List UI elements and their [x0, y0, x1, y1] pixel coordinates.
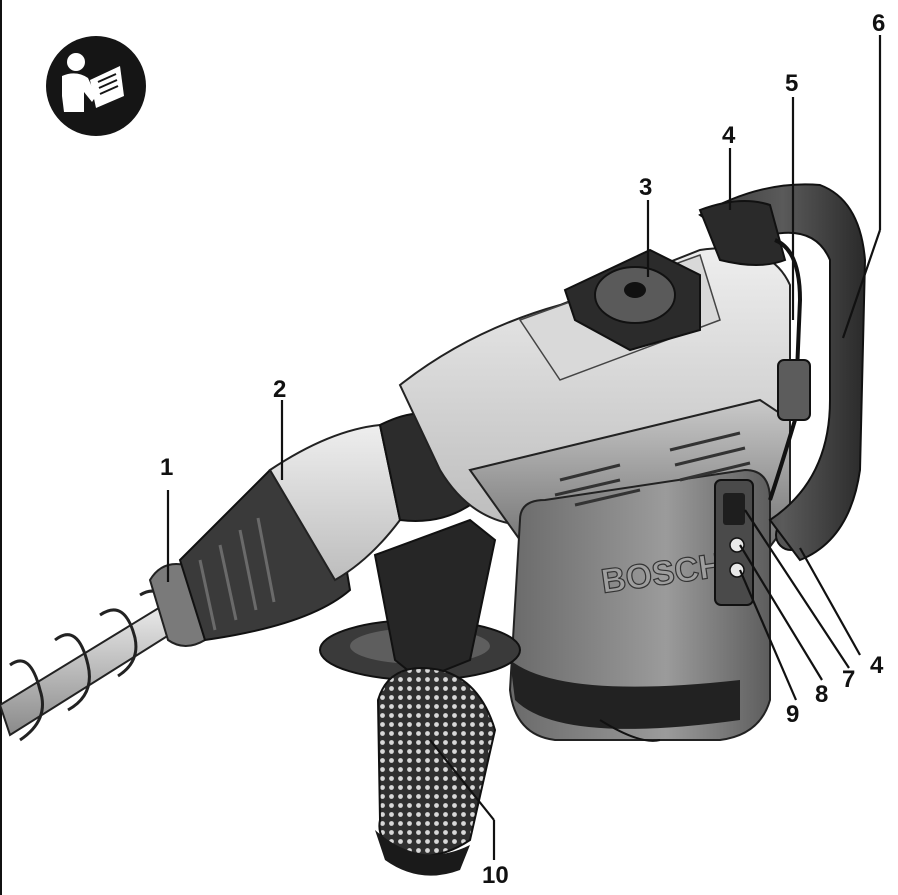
callout-label-4-right: 4	[870, 652, 884, 679]
left-border-line	[0, 0, 2, 895]
main-handle	[698, 183, 867, 562]
read-manual-icon	[46, 36, 146, 136]
indicator-lamp-upper	[729, 537, 745, 553]
callout-label-3: 3	[639, 174, 653, 201]
mode-selector-dial	[563, 248, 701, 352]
leader-line-9	[738, 569, 798, 701]
on-off-switch	[777, 359, 811, 421]
callout-label-1: 1	[160, 454, 174, 481]
auxiliary-handle	[319, 518, 521, 876]
callout-label-7: 7	[842, 666, 856, 693]
main-housing	[468, 398, 791, 742]
callout-label-5: 5	[785, 70, 799, 97]
callout-label-9: 9	[786, 701, 800, 728]
leader-line-6b	[841, 229, 882, 339]
callout-label-4-top: 4	[722, 122, 736, 149]
drill-bit	[0, 589, 198, 742]
callout-label-2: 2	[273, 376, 287, 403]
callout-label-8: 8	[815, 681, 829, 708]
leader-line-7	[744, 509, 850, 669]
leader-line-4-right	[799, 547, 861, 656]
leader-line-10b	[429, 739, 495, 821]
callout-label-6: 6	[872, 10, 886, 37]
leader-line-8	[739, 544, 823, 681]
callout-lines	[166, 35, 882, 860]
callout-label-10: 10	[482, 862, 509, 889]
